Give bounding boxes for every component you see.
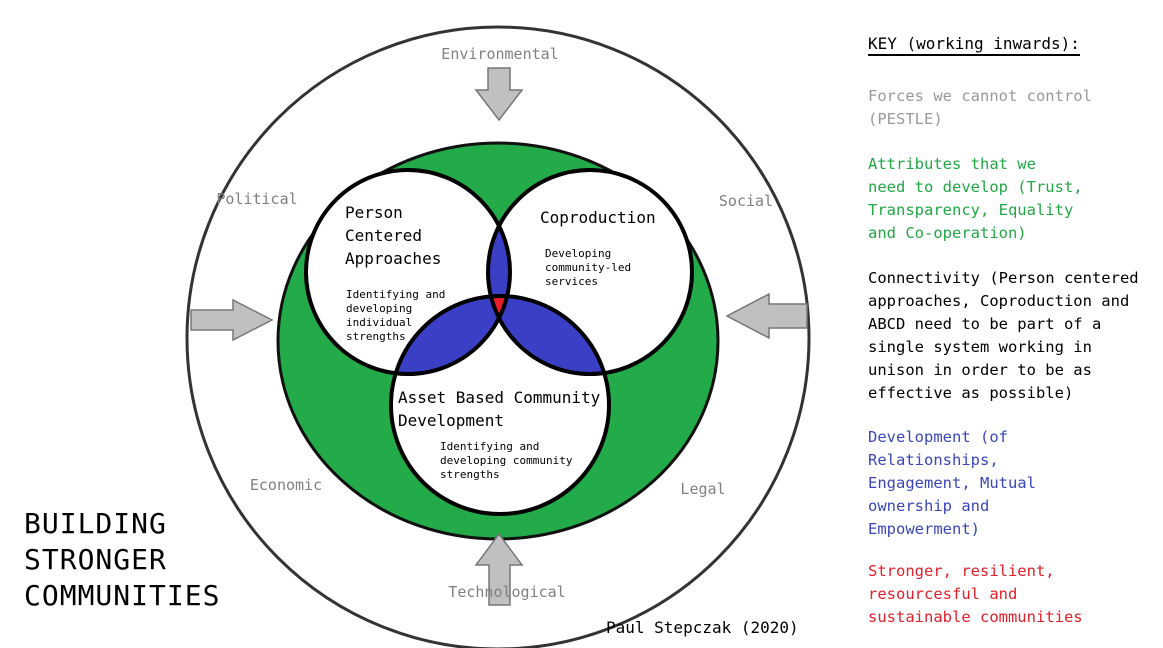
title-line: BUILDING <box>24 507 167 540</box>
key-line: Attributes that we <box>868 155 1036 173</box>
key-line: Forces we cannot control <box>868 87 1092 105</box>
key-line: Connectivity (Person centered <box>868 269 1139 287</box>
title-line: COMMUNITIES <box>24 579 221 612</box>
pestle-social: Social <box>719 192 773 210</box>
key-line: single system working in <box>868 338 1092 356</box>
pestle-technological: Technological <box>448 583 565 601</box>
person-centered-description: Identifying and developing individual st… <box>346 288 452 343</box>
overlap-coproduction-abcd <box>488 296 609 374</box>
key-line: ownership and <box>868 497 990 515</box>
coproduction-outline <box>486 168 694 376</box>
key-line: Transparency, Equality <box>868 201 1074 219</box>
person-centered-outline <box>304 168 512 376</box>
key-line: (PESTLE) <box>868 110 943 128</box>
key-line: sustainable communities <box>868 608 1083 626</box>
key-item-development: Development (of Relationships, Engagemen… <box>868 426 1036 541</box>
key-item-attributes: Attributes that we need to develop (Trus… <box>868 153 1083 245</box>
key-line: Engagement, Mutual <box>868 474 1036 492</box>
key-line: Empowerment) <box>868 520 980 538</box>
abcd-description: Identifying and developing community str… <box>440 440 579 481</box>
arrow-down-icon <box>474 67 524 122</box>
key-title: KEY (working inwards): <box>868 34 1080 56</box>
arrow-left-icon <box>725 292 808 340</box>
key-line: and Co-operation) <box>868 224 1027 242</box>
abcd-outline <box>389 294 611 516</box>
pestle-political: Political <box>216 190 297 208</box>
key-line: Stronger, resilient, <box>868 562 1055 580</box>
key-line: effective as possible) <box>868 384 1074 402</box>
arrow-up-icon <box>474 532 524 606</box>
coproduction-description: Developing community-led services <box>545 247 638 288</box>
key-line: unison in order to be as <box>868 361 1092 379</box>
key-line: Development (of <box>868 428 1008 446</box>
coproduction-title: Coproduction <box>540 208 656 227</box>
key-line: ABCD need to be part of a <box>868 315 1102 333</box>
page-title: BUILDING STRONGER COMMUNITIES <box>24 506 220 614</box>
abcd-title: Asset Based Community Development <box>398 388 610 430</box>
key-item-stronger-communities: Stronger, resilient, resourcesful and su… <box>868 560 1083 629</box>
pestle-legal: Legal <box>680 480 725 498</box>
overlap-person-abcd <box>391 296 510 374</box>
key-line: approaches, Coproduction and <box>868 292 1130 310</box>
person-centered-title: Person Centered Approaches <box>345 203 441 268</box>
author-credit: Paul Stepczak (2020) <box>606 618 799 637</box>
pestle-environmental: Environmental <box>441 45 558 63</box>
arrow-right-icon <box>190 298 274 342</box>
key-item-connectivity: Connectivity (Person centered approaches… <box>868 267 1139 405</box>
key-line: Relationships, <box>868 451 999 469</box>
key-item-pestle: Forces we cannot control (PESTLE) <box>868 85 1092 131</box>
key-line: resourcesful and <box>868 585 1018 603</box>
pestle-economic: Economic <box>250 476 322 494</box>
key-line: need to develop (Trust, <box>868 178 1083 196</box>
title-line: STRONGER <box>24 543 167 576</box>
